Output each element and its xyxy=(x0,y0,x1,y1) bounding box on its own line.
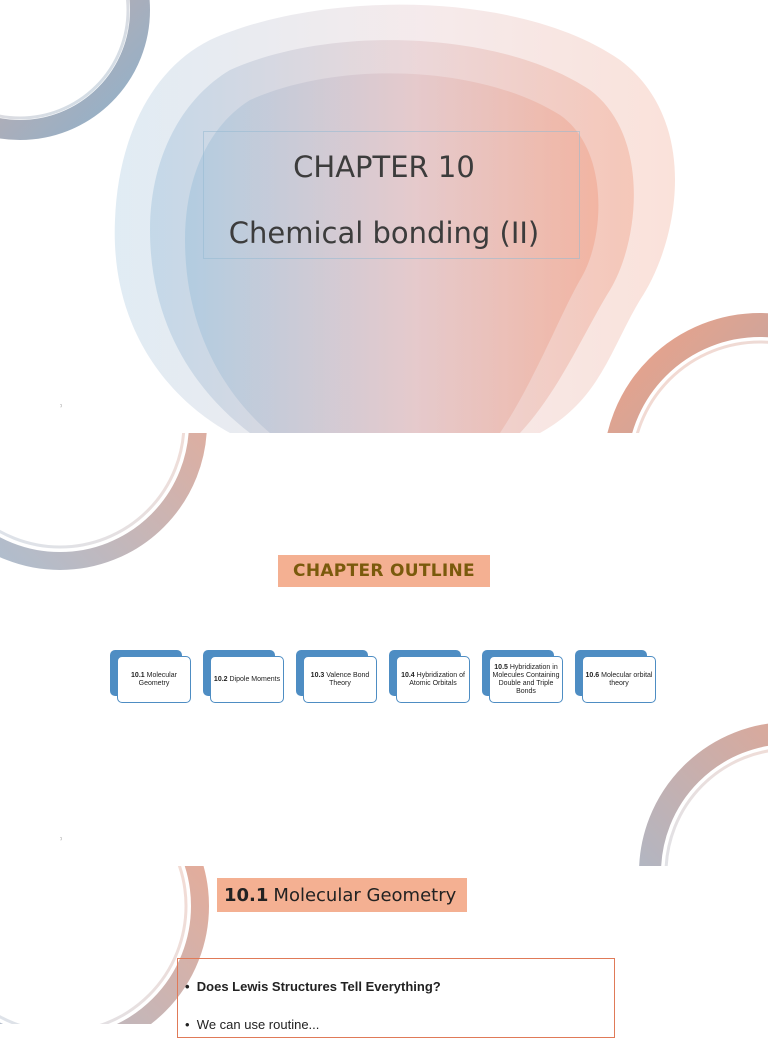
title-slide: CHAPTER 10 Chemical bonding (II) ˀ xyxy=(0,0,768,433)
bullet-2: • We can use routine... xyxy=(185,1017,320,1032)
bullet-1: • Does Lewis Structures Tell Everything? xyxy=(185,979,441,994)
outline-card-10-6[interactable]: 10.6 Molecular orbital theory xyxy=(575,650,656,703)
content-box: • Does Lewis Structures Tell Everything?… xyxy=(177,958,615,1038)
slide-mark: ˀ xyxy=(60,405,63,411)
outline-card-10-1[interactable]: 10.1 Molecular Geometry xyxy=(110,650,191,703)
chapter-subtitle: Chemical bonding (II) xyxy=(228,216,540,250)
outline-card-10-3[interactable]: 10.3 Valence Bond Theory xyxy=(296,650,377,703)
decorative-ring xyxy=(0,866,209,1024)
section-name: Molecular Geometry xyxy=(273,884,457,906)
outline-card-10-4[interactable]: 10.4 Hybridization of Atomic Orbitals xyxy=(389,650,470,703)
section-number: 10.1 xyxy=(224,884,269,906)
decorative-rings xyxy=(0,433,768,866)
outline-card-10-5[interactable]: 10.5 Hybridization in Molecules Containi… xyxy=(482,650,563,703)
outline-title: CHAPTER OUTLINE xyxy=(278,555,490,587)
chapter-title: CHAPTER 10 xyxy=(293,150,475,184)
section-title: 10.1 Molecular Geometry xyxy=(217,878,467,912)
outline-card-10-2[interactable]: 10.2 Dipole Moments xyxy=(203,650,284,703)
title-frame xyxy=(203,131,580,259)
slide-mark: ˀ xyxy=(60,838,63,844)
outline-slide: ˀ xyxy=(0,433,768,866)
decorative-background xyxy=(0,0,768,433)
